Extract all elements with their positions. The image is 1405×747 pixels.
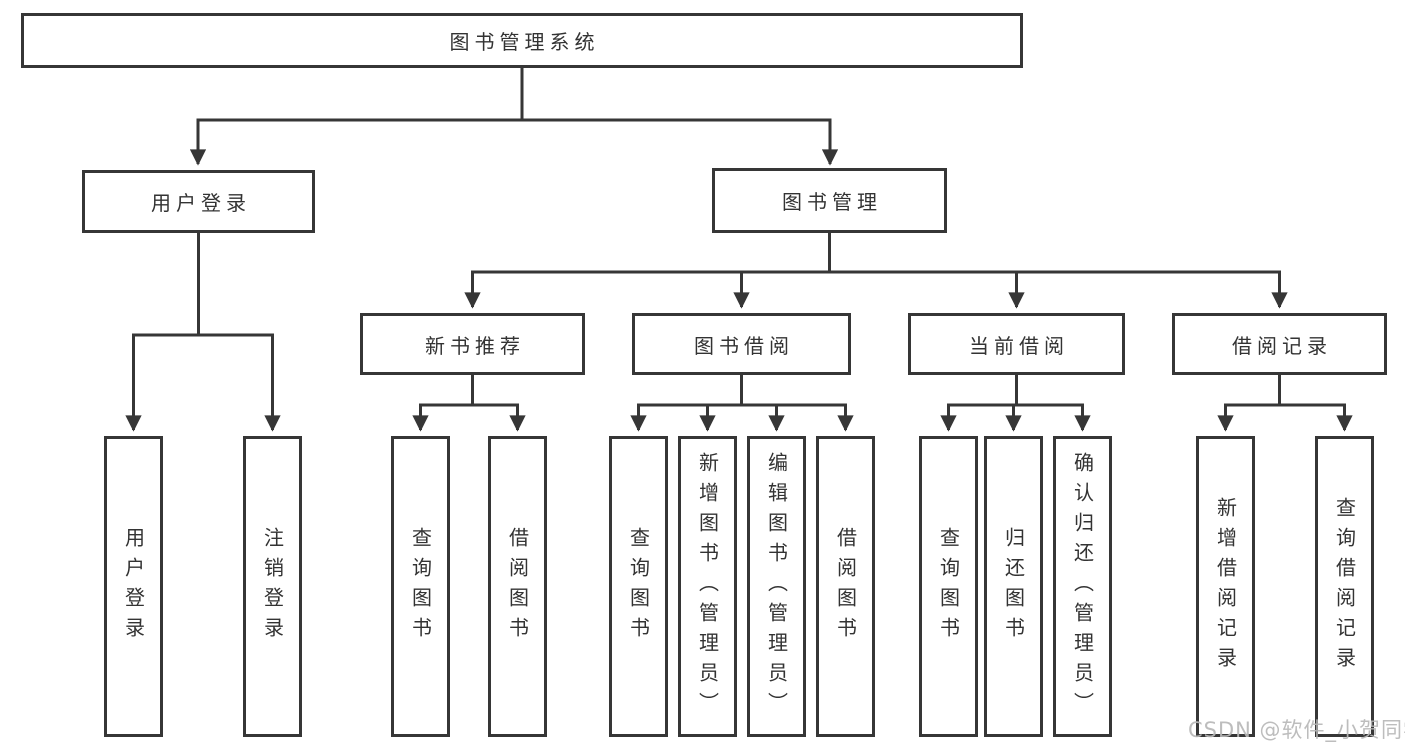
leaf-label: 归还图书	[1001, 526, 1026, 647]
leaf-label: 新增借阅记录	[1213, 496, 1238, 677]
leaf-borrow-books-newbook: 借阅图书	[488, 436, 547, 737]
leaf-return-books: 归还图书	[984, 436, 1043, 737]
node-book-borrowing: 图书借阅	[632, 313, 851, 375]
csdn-watermark: CSDN @软件_小贺同学	[1188, 718, 1405, 742]
node-label: 图书管理	[782, 190, 882, 214]
leaf-confirm-return-admin: 确认归还（管理员）	[1053, 436, 1112, 737]
leaf-label: 查询图书	[626, 526, 651, 647]
leaf-user-login: 用户登录	[104, 436, 163, 737]
node-borrowing-records: 借阅记录	[1172, 313, 1387, 375]
leaf-logout: 注销登录	[243, 436, 302, 737]
node-label: 当前借阅	[969, 333, 1069, 358]
leaf-label: 新增图书（管理员）	[695, 451, 720, 722]
leaf-query-books-newbook: 查询图书	[391, 436, 450, 737]
node-user-login: 用户登录	[82, 170, 315, 233]
leaf-query-books-current: 查询图书	[919, 436, 978, 737]
node-current-borrowing: 当前借阅	[908, 313, 1125, 375]
node-label: 用户登录	[151, 191, 251, 215]
leaf-add-book-admin: 新增图书（管理员）	[678, 436, 737, 737]
leaf-label: 确认归还（管理员）	[1070, 451, 1095, 722]
node-label: 图书借阅	[694, 333, 794, 358]
node-book-management: 图书管理	[712, 168, 947, 233]
leaf-label: 借阅图书	[833, 526, 858, 647]
leaf-label: 注销登录	[260, 526, 285, 647]
leaf-add-borrow-record: 新增借阅记录	[1196, 436, 1255, 737]
node-new-book-recommendation: 新书推荐	[360, 313, 585, 375]
node-library-management-system: 图书管理系统	[21, 13, 1023, 68]
leaf-label: 查询图书	[936, 526, 961, 647]
leaf-label: 借阅图书	[505, 526, 530, 647]
leaf-borrow-books: 借阅图书	[816, 436, 875, 737]
leaf-edit-book-admin: 编辑图书（管理员）	[747, 436, 806, 737]
node-label: 图书管理系统	[449, 30, 600, 54]
leaf-label: 编辑图书（管理员）	[764, 451, 789, 722]
node-label: 借阅记录	[1232, 333, 1332, 358]
node-label: 新书推荐	[425, 333, 525, 358]
leaf-query-books-borrow: 查询图书	[609, 436, 668, 737]
leaf-label: 查询借阅记录	[1332, 496, 1357, 677]
leaf-query-borrow-record: 查询借阅记录	[1315, 436, 1374, 737]
leaf-label: 查询图书	[408, 526, 433, 647]
leaf-label: 用户登录	[121, 526, 146, 647]
